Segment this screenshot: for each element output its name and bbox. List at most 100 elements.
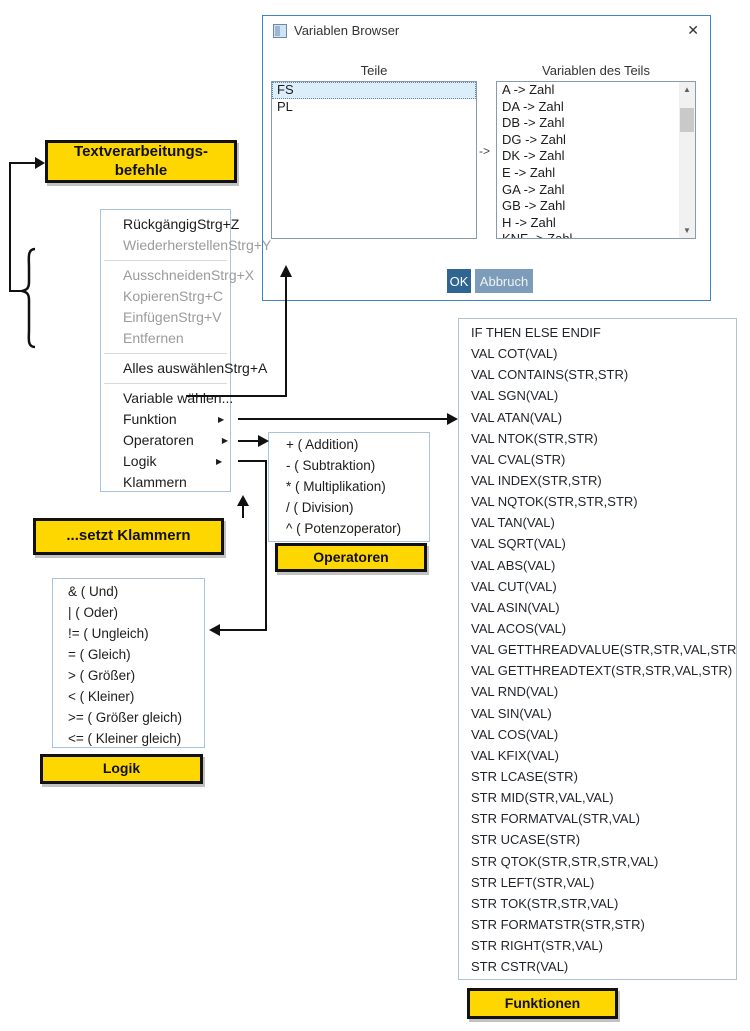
scrollbar-thumb[interactable] bbox=[680, 108, 694, 132]
ok-button[interactable]: OK bbox=[447, 269, 471, 293]
submenu-arrow-icon: ▶ bbox=[221, 436, 228, 445]
list-item[interactable]: E -> Zahl bbox=[502, 164, 556, 180]
function-item[interactable]: STR FORMATVAL(STR,VAL) bbox=[471, 811, 641, 827]
menu-item[interactable]: Operatoren ▶ bbox=[101, 430, 230, 451]
close-icon[interactable]: ✕ bbox=[687, 22, 699, 38]
menu-separator bbox=[101, 349, 230, 358]
menu-item[interactable]: Variable wählen... bbox=[123, 390, 234, 406]
scroll-down-icon[interactable]: ▼ bbox=[683, 226, 691, 235]
function-item[interactable]: VAL CVAL(STR) bbox=[471, 451, 566, 467]
function-item[interactable]: VAL NTOK(STR,STR) bbox=[471, 430, 598, 446]
submenu-arrow-icon bbox=[220, 472, 230, 493]
menu-item[interactable]: Kopieren Strg+C bbox=[101, 286, 230, 307]
menu-item[interactable]: & ( Und) bbox=[68, 584, 119, 599]
menu-item[interactable]: Logik ▶ bbox=[101, 451, 230, 472]
functions-label: Funktionen bbox=[467, 988, 618, 1019]
function-item[interactable]: STR LEFT(STR,VAL) bbox=[471, 874, 595, 890]
menu-item[interactable]: Entfernen bbox=[101, 328, 230, 349]
function-item[interactable]: VAL SQRT(VAL) bbox=[471, 536, 566, 552]
scroll-up-icon[interactable]: ▲ bbox=[683, 85, 691, 94]
operators-label: Operatoren bbox=[275, 543, 427, 572]
function-item[interactable]: VAL SIN(VAL) bbox=[471, 705, 552, 721]
menu-item[interactable]: Wiederherstellen Strg+Y bbox=[123, 237, 272, 253]
dialog-title: Variablen Browser bbox=[294, 23, 400, 38]
menu-item[interactable]: > ( Größer) bbox=[68, 668, 136, 683]
list-item[interactable]: DB -> Zahl bbox=[502, 115, 565, 131]
list-item[interactable]: PL bbox=[277, 98, 293, 114]
teile-header: Teile bbox=[360, 63, 388, 78]
function-item[interactable]: STR QTOK(STR,STR,STR,VAL) bbox=[471, 853, 659, 869]
menu-item[interactable]: ^ ( Potenzoperator) bbox=[286, 521, 402, 536]
list-item[interactable]: GA -> Zahl bbox=[502, 181, 565, 197]
function-item[interactable]: STR LCASE(STR) bbox=[471, 768, 578, 784]
context-menu: Rückgängig Strg+Z Wiederherstellen Strg+… bbox=[100, 209, 272, 493]
list-item[interactable]: H -> Zahl bbox=[502, 214, 556, 230]
menu-item[interactable]: Funktion ▶ bbox=[101, 409, 230, 430]
menu-item[interactable]: Ausschneiden Strg+X bbox=[123, 267, 255, 283]
menu-item[interactable]: Einfügen Strg+V bbox=[101, 307, 230, 328]
menu-item[interactable]: <= ( Kleiner gleich) bbox=[68, 731, 182, 746]
function-item[interactable]: VAL ABS(VAL) bbox=[471, 557, 556, 573]
menu-item[interactable]: + ( Addition) bbox=[286, 437, 359, 452]
function-item[interactable]: VAL COT(VAL) bbox=[471, 346, 558, 362]
function-item[interactable]: STR UCASE(STR) bbox=[471, 832, 581, 848]
list-item[interactable]: DA -> Zahl bbox=[502, 98, 564, 114]
function-item[interactable]: IF THEN ELSE ENDIF bbox=[471, 325, 601, 340]
function-item[interactable]: VAL COS(VAL) bbox=[471, 726, 559, 742]
operators-submenu: + ( Addition) - ( Subtraktion) * ( Multi… bbox=[268, 432, 430, 542]
function-item[interactable]: VAL ATAN(VAL) bbox=[471, 409, 563, 425]
function-item[interactable]: STR TOK(STR,STR,VAL) bbox=[471, 895, 619, 911]
variablen-browser-icon bbox=[273, 24, 287, 38]
submenu-arrow-icon bbox=[220, 328, 230, 349]
function-item[interactable]: STR FORMATSTR(STR,STR) bbox=[471, 916, 645, 932]
function-item[interactable]: VAL CONTAINS(STR,STR) bbox=[471, 367, 629, 383]
menu-item[interactable]: - ( Subtraktion) bbox=[286, 458, 376, 473]
menu-item[interactable]: Alles auswählen Strg+A bbox=[123, 360, 268, 376]
function-item[interactable]: STR CSTR(VAL) bbox=[471, 959, 569, 975]
arrowhead-left bbox=[209, 624, 220, 636]
submenu-arrow-icon: ▶ bbox=[216, 457, 223, 466]
list-item[interactable]: DG -> Zahl bbox=[502, 131, 566, 147]
logic-label: Logik bbox=[40, 754, 203, 784]
arrowhead-right bbox=[35, 157, 45, 169]
transfer-arrow-label: -> bbox=[479, 144, 491, 158]
function-item[interactable]: VAL NQTOK(STR,STR,STR) bbox=[471, 494, 638, 510]
function-item[interactable]: VAL CUT(VAL) bbox=[471, 578, 557, 594]
variablen-listbox[interactable]: A -> Zahl DA -> Zahl DB -> Zahl DG -> Za… bbox=[496, 81, 696, 239]
menu-item[interactable]: != ( Ungleich) bbox=[68, 626, 149, 641]
variablen-header: Variablen des Teils bbox=[542, 63, 650, 78]
submenu-arrow-icon: ▶ bbox=[217, 415, 225, 424]
function-item[interactable]: VAL RND(VAL) bbox=[471, 684, 559, 700]
function-item[interactable]: VAL KFIX(VAL) bbox=[471, 747, 559, 763]
menu-item[interactable]: Klammern bbox=[101, 472, 230, 493]
menu-item[interactable]: | ( Oder) bbox=[68, 605, 119, 620]
function-item[interactable]: VAL GETTHREADVALUE(STR,STR,VAL,STR) bbox=[471, 642, 737, 658]
text-commands-label: Textverarbeitungs- befehle bbox=[45, 140, 237, 183]
dialog-titlebar[interactable]: Variablen Browser ✕ bbox=[263, 16, 710, 44]
menu-item[interactable]: < ( Kleiner) bbox=[68, 689, 135, 704]
function-item[interactable]: VAL GETTHREADTEXT(STR,STR,VAL,STR) bbox=[471, 663, 733, 679]
list-item[interactable]: KNF -> Zahl bbox=[497, 231, 679, 238]
function-item[interactable]: STR RIGHT(STR,VAL) bbox=[471, 938, 603, 954]
submenu-arrow-icon bbox=[223, 286, 230, 307]
function-item[interactable]: STR MID(STR,VAL,VAL) bbox=[471, 790, 614, 806]
list-item[interactable]: A -> Zahl bbox=[502, 82, 555, 97]
menu-item[interactable]: = ( Gleich) bbox=[68, 647, 131, 662]
menu-item[interactable]: Rückgängig Strg+Z bbox=[123, 216, 240, 232]
function-item[interactable]: VAL SGN(VAL) bbox=[471, 388, 559, 404]
function-item[interactable]: VAL ACOS(VAL) bbox=[471, 620, 567, 636]
teile-listbox[interactable]: FS PL bbox=[271, 81, 477, 239]
scrollbar[interactable]: ▲ ▼ bbox=[679, 82, 695, 238]
menu-item[interactable]: / ( Division) bbox=[286, 500, 354, 515]
function-item[interactable]: VAL TAN(VAL) bbox=[471, 515, 555, 531]
list-item[interactable]: DK -> Zahl bbox=[502, 148, 565, 164]
logic-submenu: & ( Und) | ( Oder) != ( Ungleich) = ( Gl… bbox=[52, 578, 205, 748]
cancel-button[interactable]: Abbruch bbox=[475, 269, 533, 293]
menu-item[interactable]: * ( Multiplikation) bbox=[286, 479, 386, 494]
list-item[interactable]: FS bbox=[272, 82, 476, 99]
list-item[interactable]: GB -> Zahl bbox=[502, 198, 566, 214]
submenu-arrow-icon bbox=[221, 307, 230, 328]
menu-item[interactable]: >= ( Größer gleich) bbox=[68, 710, 183, 725]
function-item[interactable]: VAL INDEX(STR,STR) bbox=[471, 472, 602, 488]
function-item[interactable]: VAL ASIN(VAL) bbox=[471, 599, 560, 615]
